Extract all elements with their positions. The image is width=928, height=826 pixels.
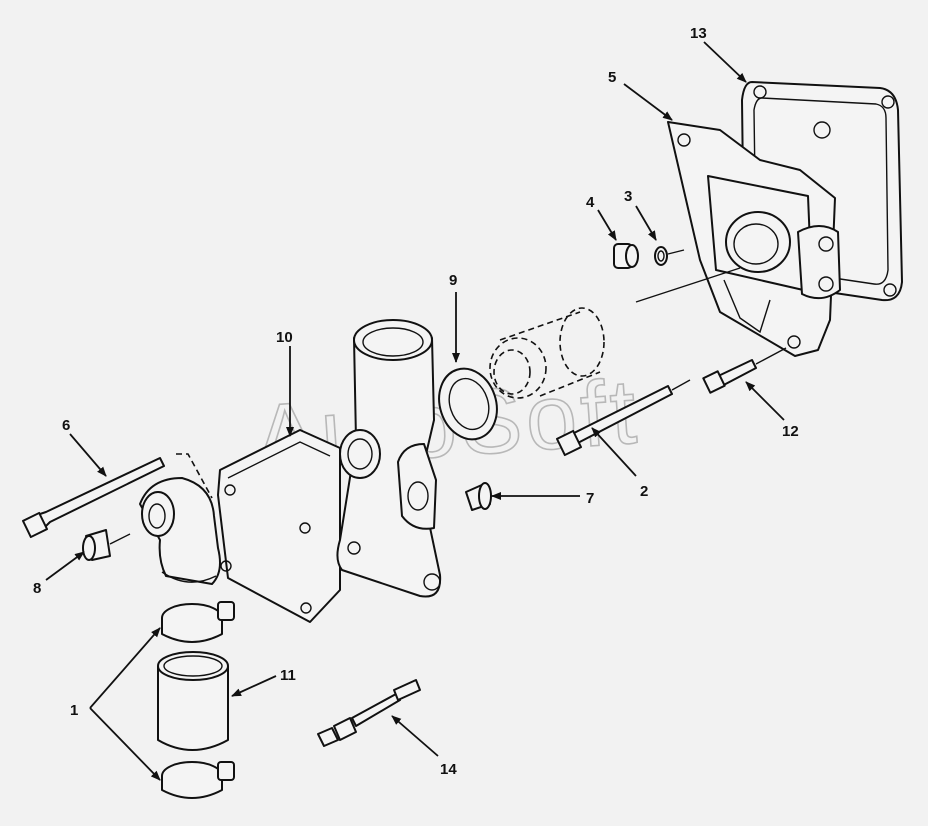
- callout-2: 2: [640, 483, 648, 500]
- callout-14: 14: [440, 761, 457, 778]
- part-6-long-bolt: [21, 457, 165, 539]
- part-7-bushing: [465, 482, 492, 511]
- part-8-bushing: [82, 529, 131, 561]
- callout-12: 12: [782, 423, 799, 440]
- callout-13: 13: [690, 25, 707, 42]
- leader-lines: [45, 41, 785, 781]
- part-14-sensor: [317, 679, 421, 747]
- part-1-hose-clamps: [161, 601, 235, 799]
- callout-11: 11: [280, 667, 296, 684]
- thermostat-outline: [489, 307, 605, 399]
- callout-10: 10: [276, 329, 293, 346]
- callout-9: 9: [449, 272, 457, 289]
- part-11-hose: [157, 651, 229, 751]
- callout-4: 4: [586, 194, 595, 211]
- callout-7: 7: [586, 490, 594, 507]
- part-3-o-ring: [654, 246, 685, 266]
- callout-6: 6: [62, 417, 70, 434]
- part-5-thermostat-housing: [635, 121, 841, 357]
- part-9-seal: [438, 367, 498, 441]
- callout-5: 5: [608, 69, 616, 86]
- callout-3: 3: [624, 188, 632, 205]
- part-4-plug: [613, 243, 639, 269]
- callout-1: 1: [70, 702, 78, 719]
- part-10-water-outlet-housing: [217, 319, 442, 623]
- part-12-short-bolt: [702, 347, 787, 394]
- elbow-fitting: [139, 453, 221, 585]
- callout-8: 8: [33, 580, 41, 597]
